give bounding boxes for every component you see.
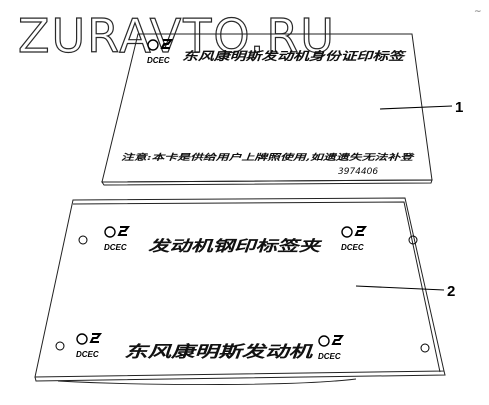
plate-inner-edge — [72, 201, 441, 373]
plate-title: 发动机钢印标签夹 — [148, 237, 323, 255]
callout-2: 2 — [447, 283, 455, 300]
rivet-hole-bottom-right — [420, 343, 430, 353]
callout-line-1 — [379, 105, 453, 110]
rivet-hole-bottom-left — [55, 341, 65, 351]
callout-line-2 — [355, 285, 445, 291]
dcec-logo: DCEC — [147, 39, 173, 65]
card-notice: 注意:本卡是供给用户上牌照使用,如遗遗失无法补登 — [121, 152, 415, 163]
rivet-hole-top-right — [408, 235, 418, 245]
rivet-hole-top-left — [78, 235, 88, 245]
watermark-text: ZURAVTO.RU — [18, 9, 336, 63]
label-holder-plate: DCEC DCEC 发动机钢印标签夹 DCEC DCEC 东风康明斯发动机 — [34, 197, 446, 385]
corner-mark: ~ — [474, 7, 482, 17]
card-thickness-edge — [101, 179, 433, 186]
dcec-logo: DCEC — [76, 333, 102, 359]
plate-curl — [57, 378, 357, 385]
card-part-code: 3974406 — [338, 167, 378, 177]
card-title: 东风康明斯发动机身份证印标签 — [182, 49, 407, 63]
dcec-logo: DCEC — [341, 226, 367, 252]
logo-text: DCEC — [104, 243, 127, 252]
engine-id-card: DCEC 东风康明斯发动机身份证印标签 注意:本卡是供给用户上牌照使用,如遗遗失… — [101, 33, 433, 186]
logo-text: DCEC — [76, 350, 99, 359]
plate-bottom-edge — [34, 370, 446, 382]
dcec-logo: DCEC — [104, 226, 130, 252]
logo-text: DCEC — [147, 56, 170, 65]
callout-1: 1 — [455, 99, 463, 116]
logo-text: DCEC — [318, 352, 341, 361]
dcec-logo: DCEC — [318, 335, 344, 361]
logo-text: DCEC — [341, 243, 364, 252]
plate-bottom-text: 东风康明斯发动机 — [124, 342, 313, 361]
